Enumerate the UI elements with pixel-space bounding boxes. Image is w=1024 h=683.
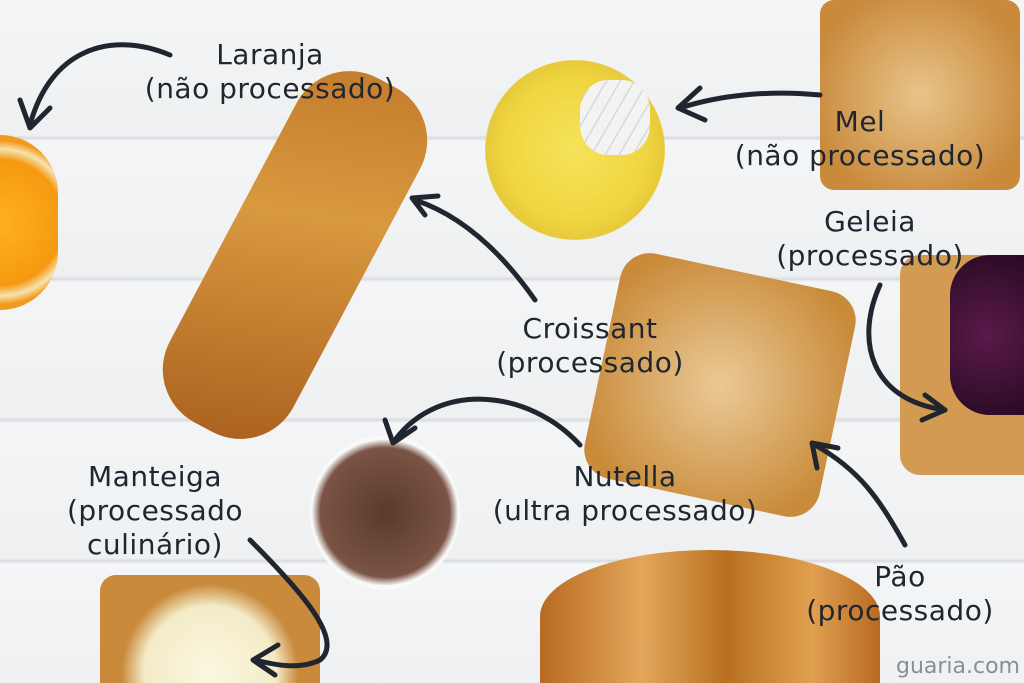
croissant-bottom-image [540,550,880,683]
jam-image [950,255,1024,415]
label-pao-type: (processado) [806,594,994,627]
label-croissant: Croissant (processado) [460,312,720,380]
watermark: guaria.com [895,654,1020,679]
label-laranja: Laranja (não processado) [110,38,430,106]
label-manteiga-type: (processado [66,494,244,527]
arrow-mel [675,85,823,123]
label-geleia-name: Geleia [824,205,916,238]
label-geleia: Geleia (processado) [740,205,1000,273]
label-geleia-type: (processado) [776,239,964,272]
arrow-manteiga [247,537,330,678]
arrow-laranja [17,42,173,131]
label-nutella-name: Nutella [573,460,677,493]
label-mel: Mel (não processado) [700,105,1020,173]
label-manteiga-name: Manteiga [88,460,222,493]
label-laranja-type: (não processado) [144,72,396,105]
nutella-bowl-image [310,435,460,590]
toast-top-image [820,0,1020,190]
label-nutella-type: (ultra processado) [492,494,758,527]
arrow-nutella [382,396,583,448]
arrow-geleia [866,282,948,423]
label-mel-name: Mel [834,105,886,138]
orange-image [0,135,58,310]
label-pao-name: Pão [874,560,926,593]
honey-dipper-image [580,80,650,155]
label-mel-type: (não processado) [734,139,986,172]
label-manteiga-type2: culinário) [87,528,223,561]
arrow-croissant [409,193,538,303]
label-laranja-name: Laranja [216,38,324,71]
label-croissant-type: (processado) [496,346,684,379]
label-nutella: Nutella (ultra processado) [455,460,795,528]
label-manteiga: Manteiga (processado culinário) [40,460,270,562]
label-croissant-name: Croissant [522,312,658,345]
arrow-pao [809,440,908,548]
label-pao: Pão (processado) [780,560,1020,628]
